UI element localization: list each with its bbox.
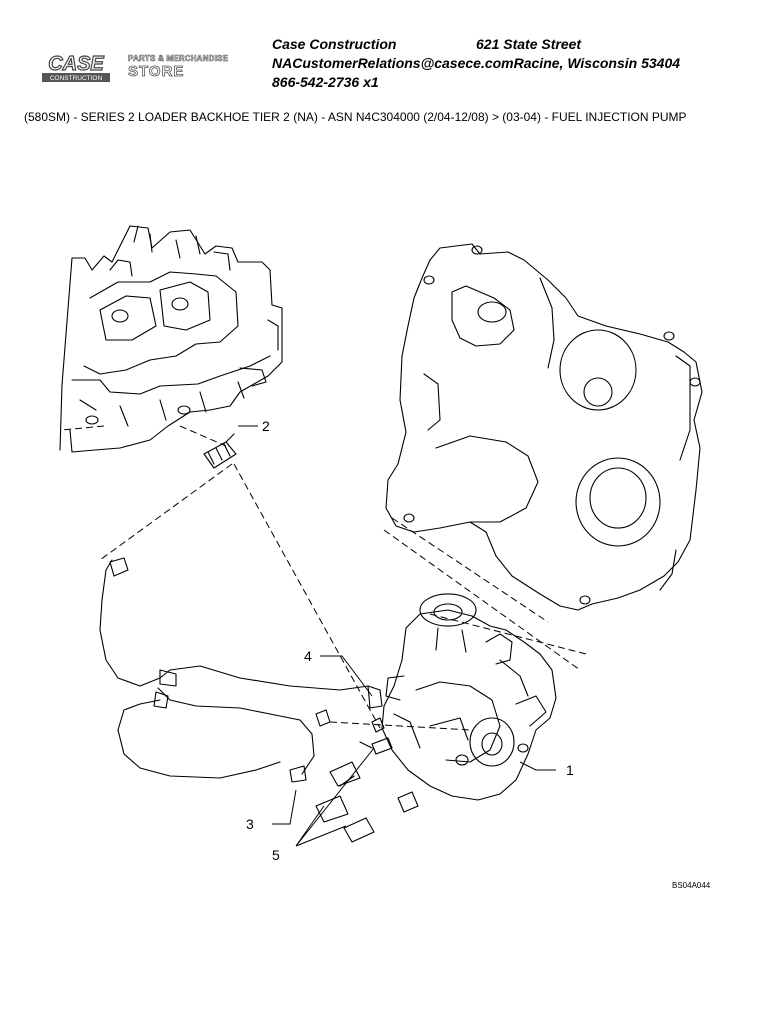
company-name: Case Construction (272, 36, 397, 52)
phone-number[interactable]: 866-542-2736 x1 (272, 74, 379, 90)
svg-text:CONSTRUCTION: CONSTRUCTION (50, 75, 103, 82)
page-header: CASE CONSTRUCTION PARTS & MERCHANDISE ST… (0, 0, 768, 100)
store-main-text: STORE (128, 63, 185, 81)
leader-lines (238, 425, 556, 847)
callout-1: 1 (566, 762, 574, 778)
delivery-valve-fittings (315, 737, 419, 843)
alignment-lines (61, 425, 587, 731)
callout-4: 4 (304, 648, 312, 664)
street-address: 621 State Street (476, 36, 582, 52)
sensor-part-2 (203, 433, 237, 469)
cylinder-head-drawing (59, 225, 283, 453)
case-logo: CASE CONSTRUCTION (42, 52, 110, 82)
fuel-line-harness (99, 557, 385, 783)
gear-housing-drawing (385, 243, 703, 611)
callout-5: 5 (272, 847, 280, 863)
figure-id: BS04A044 (672, 881, 711, 890)
injection-pump-drawing (381, 593, 557, 801)
store-logo: PARTS & MERCHANDISE STORE (128, 54, 248, 82)
store-top-text: PARTS & MERCHANDISE (128, 54, 229, 64)
callout-2: 2 (262, 418, 270, 434)
parts-diagram: 2 4 1 3 5 (59, 225, 703, 863)
callout-3: 3 (246, 816, 254, 832)
breadcrumb: (580SM) - SERIES 2 LOADER BACKHOE TIER 2… (24, 110, 687, 124)
svg-text:CASE: CASE (48, 53, 104, 75)
email-city[interactable]: NACustomerRelations@casece.comRacine, Wi… (272, 55, 681, 71)
